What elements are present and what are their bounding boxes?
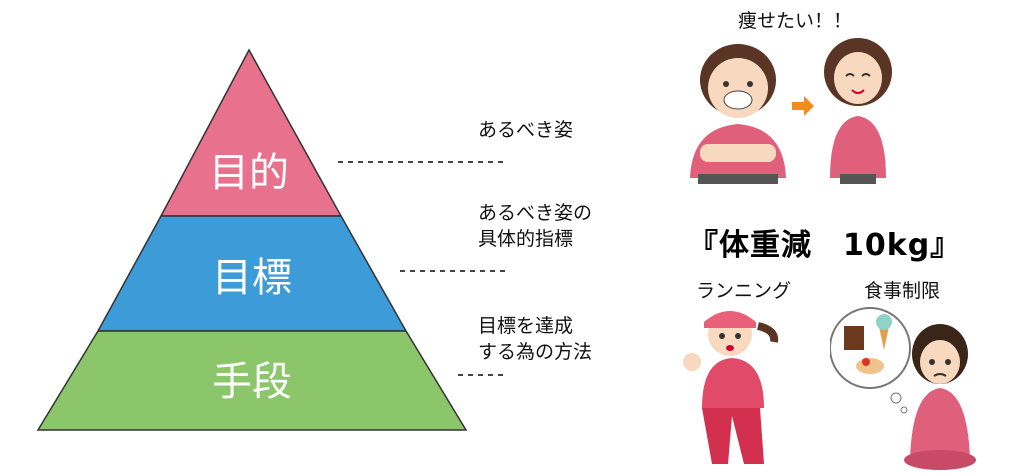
- description-line: 目標を達成: [478, 315, 574, 337]
- caption-want-to-lose-weight: 痩せたい！！: [738, 10, 853, 32]
- description-line: あるべき姿の: [478, 202, 593, 224]
- pyramid-label-purpose: 目的: [209, 150, 289, 196]
- goal-text: 『体重減 10kg』: [688, 228, 962, 263]
- diet-woman-illustration: [830, 307, 976, 470]
- description-purpose: あるべき姿: [478, 117, 573, 143]
- arrow-icon: [792, 96, 814, 116]
- pyramid-label-means: 手段: [212, 359, 292, 405]
- description-line: する為の方法: [478, 341, 593, 363]
- pyramid-level-means: [36, 330, 468, 431]
- description-target: あるべき姿の 具体的指標: [478, 200, 592, 252]
- chubby-woman-figure: [690, 44, 786, 184]
- slim-woman-figure: [824, 38, 892, 184]
- running-woman-illustration: [683, 311, 779, 464]
- caption-running: ランニング: [696, 280, 792, 302]
- caption-diet-restriction: 食事制限: [864, 280, 941, 302]
- pyramid-label-target: 目標: [212, 255, 292, 301]
- description-line: あるべき姿: [478, 119, 574, 141]
- description-line: 具体的指標: [478, 228, 574, 250]
- before-after-illustration: [690, 38, 892, 184]
- pyramid-diagram: 目的 目標 手段: [36, 48, 505, 431]
- description-means: 目標を達成 する為の方法: [478, 313, 592, 365]
